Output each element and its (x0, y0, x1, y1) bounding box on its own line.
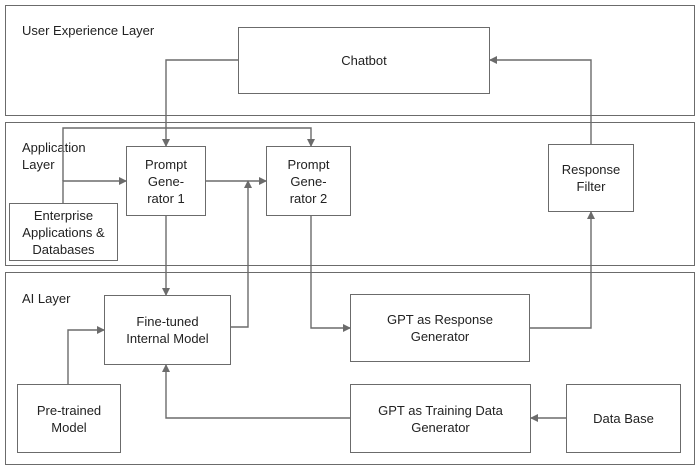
response-filter-label: Response Filter (561, 162, 621, 194)
gpt-training-data-box: GPT as Training Data Generator (350, 384, 531, 453)
enterprise-applications-box: Enterprise Applications & Databases (9, 203, 118, 261)
chatbot-box: Chatbot (238, 27, 490, 94)
gpt-response-generator-box: GPT as Response Generator (350, 294, 530, 362)
database-box: Data Base (566, 384, 681, 453)
gpt-response-generator-label: GPT as Response Generator (387, 312, 493, 344)
pretrained-model-box: Pre-trained Model (17, 384, 121, 453)
prompt-generator-1-label: Prompt Gene- rator 1 (145, 156, 187, 206)
fine-tuned-model-label: Fine-tuned Internal Model (126, 314, 209, 346)
prompt-generator-1-box: Prompt Gene- rator 1 (126, 146, 206, 216)
database-label: Data Base (593, 411, 654, 426)
user-experience-layer-label: User Experience Layer (22, 23, 155, 38)
prompt-generator-2-label: Prompt Gene- rator 2 (287, 156, 330, 206)
fine-tuned-model-box: Fine-tuned Internal Model (104, 295, 231, 365)
prompt-generator-2-box: Prompt Gene- rator 2 (266, 146, 351, 216)
ai-layer-label: AI Layer (22, 291, 71, 306)
enterprise-applications-label: Enterprise Applications & Databases (22, 207, 105, 257)
response-filter-box: Response Filter (548, 144, 634, 212)
pretrained-model-label: Pre-trained Model (36, 402, 102, 435)
chatbot-label: Chatbot (341, 53, 387, 68)
application-layer-label: Application Layer (22, 140, 86, 172)
gpt-training-data-label: GPT as Training Data Generator (378, 402, 503, 435)
